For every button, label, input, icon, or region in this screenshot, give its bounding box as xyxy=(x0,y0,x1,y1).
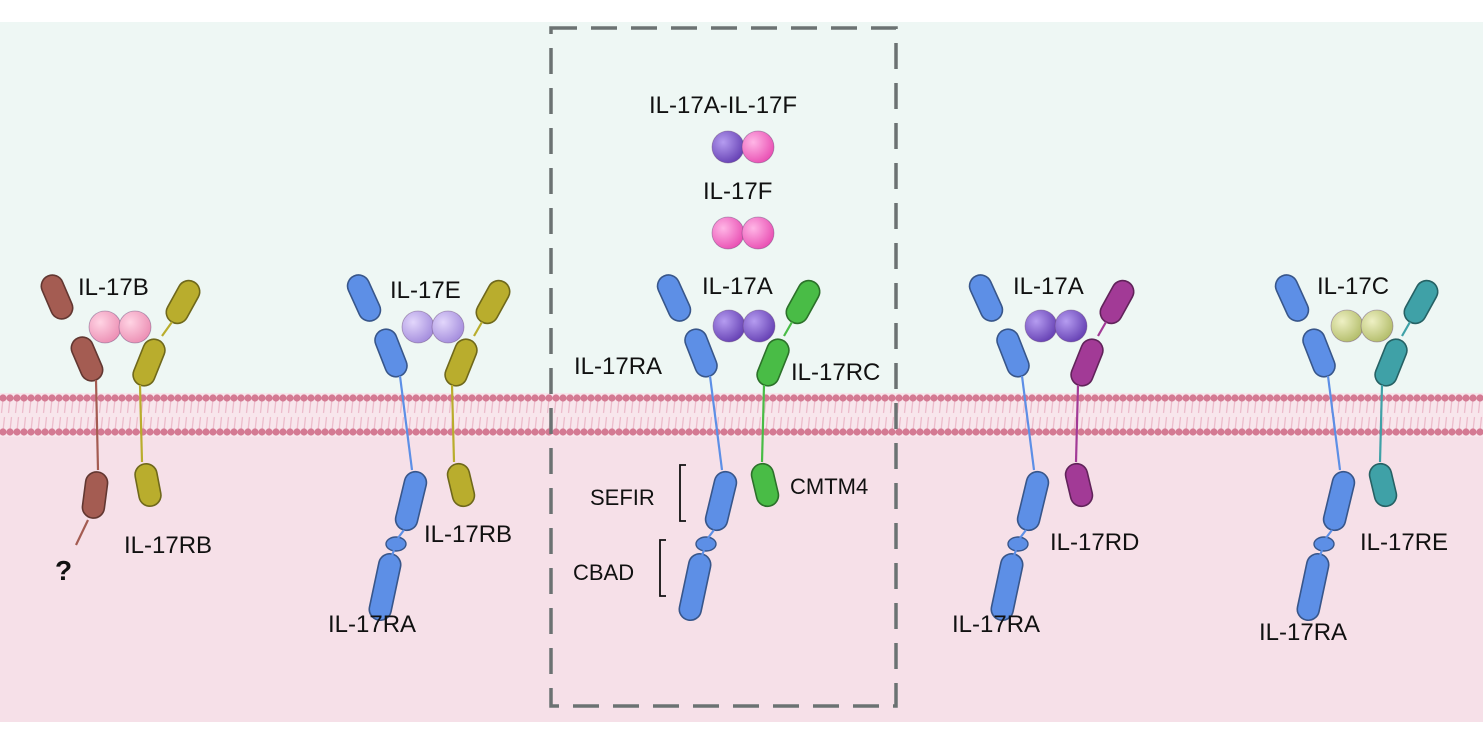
il17re-icd xyxy=(1368,462,1398,508)
cbad-bracket xyxy=(659,539,666,597)
receptor-label-il17ra-2: IL-17RA xyxy=(328,611,416,638)
il17ra-4-link1 xyxy=(1019,529,1027,539)
receptor-label-unknown: ? xyxy=(55,555,72,586)
coreceptor-label-cmtm4: CMTM4 xyxy=(790,474,868,499)
il17rc-tm xyxy=(760,384,766,463)
il17ra-3-link1 xyxy=(707,529,715,539)
cytokine-il17f-subunit-b xyxy=(741,216,775,250)
cell-membrane xyxy=(0,393,1483,437)
il17ra-2-link1 xyxy=(397,529,405,539)
ligand-label-il17f: IL-17F xyxy=(703,178,772,205)
il17rb-1-tm xyxy=(138,384,144,463)
il17rd-link xyxy=(1097,321,1107,337)
il17rb-1-link xyxy=(161,321,173,337)
il17ra-3-tm xyxy=(708,375,724,471)
il17ra-3-link2 xyxy=(700,549,706,557)
il17ra-4-d1 xyxy=(968,274,1004,322)
il17ra-4-linker xyxy=(1007,536,1029,552)
il17rd-icd xyxy=(1064,462,1094,508)
ligand-label-il17a-3: IL-17A xyxy=(702,273,773,300)
receptor-label-il17ra-3: IL-17RA xyxy=(574,353,662,380)
domain-label-sefir: SEFIR xyxy=(590,485,655,510)
il17rb-2-icd xyxy=(446,462,476,508)
cytokine-il17a-il17f-subunit-a xyxy=(711,130,745,164)
il17ra-2-link2 xyxy=(390,549,396,557)
il17ra-2-linker xyxy=(385,536,407,552)
ligand-label-il17a-il17f: IL-17A-IL-17F xyxy=(649,92,797,119)
receptor-label-il17re: IL-17RE xyxy=(1360,529,1448,556)
cytokine-il17a-il17f-subunit-b xyxy=(741,130,775,164)
intracellular-region xyxy=(0,400,1483,722)
il17ra-2-tm xyxy=(398,375,414,471)
cytokine-il17e-subunit-b xyxy=(431,310,465,344)
receptor-label-il17rc: IL-17RC xyxy=(791,359,880,386)
il17rc-icd xyxy=(750,462,780,508)
receptor-label-il17rd: IL-17RD xyxy=(1050,529,1139,556)
labels: IL-17B ? IL-17RB IL-17E IL-17RA IL-17RB … xyxy=(55,92,1448,646)
ligand-label-il17c: IL-17C xyxy=(1317,273,1389,300)
highlight-dashed-box xyxy=(549,26,898,708)
domain-label-cbad: CBAD xyxy=(573,560,634,585)
cytokine-il17a-3-subunit-b xyxy=(742,309,776,343)
il17rd-d2 xyxy=(1070,338,1104,387)
ligand-label-il17e: IL-17E xyxy=(390,277,461,304)
il17ra-3-d1 xyxy=(656,274,692,322)
ligand-label-il17b: IL-17B xyxy=(78,274,149,301)
il17ra-2-d1 xyxy=(346,274,382,322)
receptor-label-il17rb-1: IL-17RB xyxy=(124,532,212,559)
unknown-receptor-tm xyxy=(94,379,100,471)
cytokine-il17a-4-subunit-b xyxy=(1054,309,1088,343)
il17ra-5-tm xyxy=(1326,375,1342,471)
il17re-link xyxy=(1401,321,1411,337)
unknown-receptor-icd xyxy=(81,471,109,519)
il17ra-5-linker xyxy=(1313,536,1335,552)
il17ra-5-link1 xyxy=(1325,529,1333,539)
il17ra-5-link2 xyxy=(1318,549,1324,557)
sefir-bracket xyxy=(679,464,686,522)
il17ra-3-linker xyxy=(695,536,717,552)
ligand-label-il17a-4: IL-17A xyxy=(1013,273,1084,300)
il17rb-2-link xyxy=(473,321,483,337)
cytokine-il17c-subunit-b xyxy=(1360,309,1394,343)
il17rb-2-tm xyxy=(450,384,456,463)
il17re-tm xyxy=(1378,384,1384,463)
receptor-label-il17ra-5: IL-17RA xyxy=(1259,619,1347,646)
cytokine-il17b-subunit-a xyxy=(88,310,122,344)
il17ra-5-d1 xyxy=(1274,274,1310,322)
unknown-receptor-d1 xyxy=(40,274,74,320)
receptor-label-il17rb-2: IL-17RB xyxy=(424,521,512,548)
cytokine-il17a-4-subunit-a xyxy=(1024,309,1058,343)
il17rb-1-icd xyxy=(134,463,162,507)
cytokine-il17b-subunit-b xyxy=(118,310,152,344)
cytokine-il17e-subunit-a xyxy=(401,310,435,344)
il17ra-4-tm xyxy=(1020,375,1036,471)
receptor-label-il17ra-4: IL-17RA xyxy=(952,611,1040,638)
il17rd-tm xyxy=(1074,384,1080,463)
cytokine-il17c-subunit-a xyxy=(1330,309,1364,343)
il17rc-link xyxy=(783,321,793,337)
cytokine-il17f-subunit-a xyxy=(711,216,745,250)
il17ra-4-link2 xyxy=(1012,549,1018,557)
il17re-d2 xyxy=(1374,338,1408,387)
extracellular-region xyxy=(0,22,1483,400)
cytokine-il17a-3-subunit-a xyxy=(712,309,746,343)
domain-brackets xyxy=(659,464,686,597)
unknown-receptor-tail xyxy=(75,519,89,546)
